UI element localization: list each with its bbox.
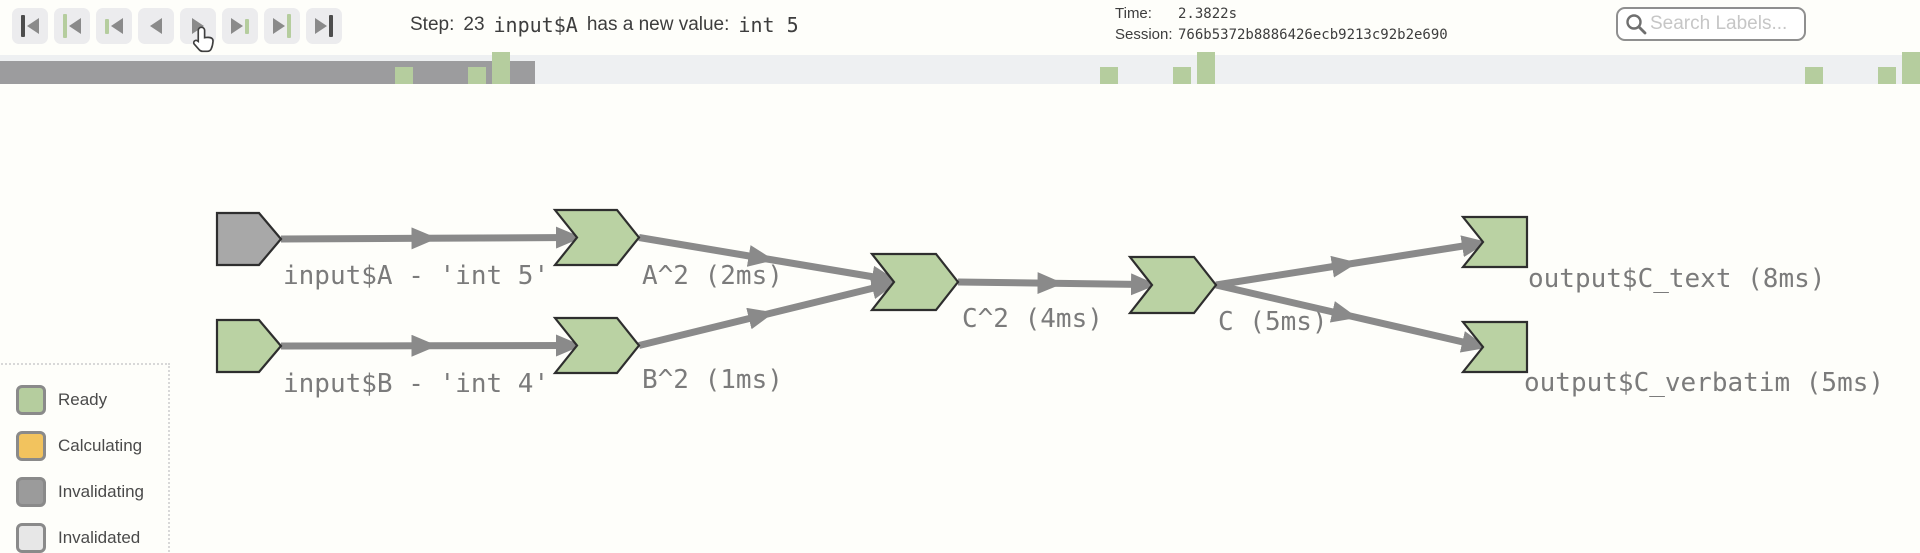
node-label-output-C-text: output$C_text (8ms) — [1528, 264, 1825, 294]
legend-item-invalidating: Invalidating — [16, 477, 168, 507]
legend-swatch-ready — [16, 385, 46, 415]
node-label-A2: A^2 (2ms) — [642, 261, 783, 291]
node-label-input-A: input$A - 'int 5' — [283, 261, 549, 291]
timeline-mark[interactable] — [1100, 67, 1118, 84]
idle-mark-icon — [63, 14, 67, 38]
timeline-mark[interactable] — [395, 67, 413, 84]
node-label-C: C (5ms) — [1218, 307, 1328, 337]
legend-item-ready: Ready — [16, 385, 168, 415]
timeline-mark[interactable] — [468, 67, 486, 84]
end-bar-icon — [21, 15, 25, 37]
node-input-B[interactable] — [215, 318, 283, 374]
step-status: Step: 23 input$A has a new value: int 5 — [410, 0, 799, 50]
node-C2[interactable] — [869, 252, 960, 312]
node-label-C2: C^2 (4ms) — [962, 304, 1103, 334]
triangle-left-icon — [111, 18, 123, 34]
triangle-right-icon — [273, 18, 285, 34]
step-label: Step: — [410, 14, 455, 35]
prev-session-button[interactable] — [54, 8, 90, 44]
jump-to-end-button[interactable] — [306, 8, 342, 44]
legend-swatch-invalidated — [16, 523, 46, 553]
search-input[interactable] — [1648, 12, 1804, 36]
timeline-idle-mark[interactable] — [1197, 52, 1215, 84]
search-box[interactable] — [1616, 7, 1806, 41]
end-bar-icon — [329, 15, 333, 37]
node-input-A[interactable] — [215, 211, 283, 267]
timeline-mark[interactable] — [1805, 67, 1823, 84]
triangle-right-icon — [192, 18, 204, 34]
step-message: has a new value: — [586, 14, 730, 35]
legend-label: Invalidated — [58, 528, 141, 547]
step-subject: input$A — [493, 13, 578, 37]
edge-C2-to-C — [957, 272, 1157, 296]
next-session-button[interactable] — [264, 8, 300, 44]
legend-label: Invalidating — [58, 482, 145, 501]
node-label-B2: B^2 (1ms) — [642, 365, 783, 395]
time-label: Time: — [1115, 5, 1152, 22]
time-value: 2.3822s — [1178, 5, 1238, 22]
idle-mark-icon — [105, 18, 109, 34]
node-C[interactable] — [1127, 255, 1218, 315]
step-value: int 5 — [738, 13, 799, 37]
triangle-right-icon — [315, 18, 327, 34]
legend-swatch-invalidating — [16, 477, 46, 507]
step-number: 23 — [463, 14, 485, 35]
edge-B2-to-C2 — [638, 277, 898, 349]
prev-step-button[interactable] — [138, 8, 174, 44]
session-value: 766b5372b8886426ecb9213c92b2e690 — [1178, 26, 1448, 43]
triangle-left-icon — [27, 18, 39, 34]
node-B2[interactable] — [552, 316, 641, 375]
triangle-right-icon — [231, 18, 243, 34]
edge-input-B-to-B2 — [280, 334, 582, 357]
node-A2[interactable] — [552, 208, 641, 267]
idle-mark-icon — [245, 18, 249, 34]
timeline-mark[interactable] — [1878, 67, 1896, 84]
edge-C-to-output-C-text — [1215, 235, 1488, 289]
timeline-scrubber[interactable] — [0, 52, 1920, 84]
prev-idle-button[interactable] — [96, 8, 132, 44]
edge-A2-to-C2 — [638, 234, 898, 288]
jump-to-start-button[interactable] — [12, 8, 48, 44]
node-label-input-B: input$B - 'int 4' — [283, 369, 549, 399]
timeline-idle-mark[interactable] — [1902, 52, 1920, 84]
reactive-graph: input$A - 'int 5' input$B - 'int 4' A^2 (2… — [215, 208, 1884, 399]
triangle-left-icon — [150, 18, 162, 34]
edge-C-to-output-C-verbatim — [1215, 281, 1488, 353]
triangle-left-icon — [69, 18, 81, 34]
session-info: Time: 2.3822s Session: 766b5372b8886426e… — [1115, 3, 1448, 45]
legend-label: Ready — [58, 390, 108, 409]
edge-input-A-to-A2 — [280, 226, 582, 250]
node-label-output-C-verbatim: output$C_verbatim (5ms) — [1524, 368, 1884, 398]
timeline-mark[interactable] — [1173, 67, 1191, 84]
playback-controls — [12, 8, 342, 44]
node-output-C-text[interactable] — [1460, 215, 1529, 269]
toolbar: Step: 23 input$A has a new value: int 5 … — [0, 0, 1920, 54]
legend-item-invalidated: Invalidated — [16, 523, 168, 553]
search-icon — [1626, 14, 1647, 35]
next-step-button[interactable] — [180, 8, 216, 44]
timeline-idle-mark[interactable] — [492, 52, 510, 84]
legend-label: Calculating — [58, 436, 143, 455]
legend-swatch-calculating — [16, 431, 46, 461]
session-label: Session: — [1115, 26, 1173, 43]
node-output-C-verbatim[interactable] — [1460, 320, 1529, 374]
next-idle-button[interactable] — [222, 8, 258, 44]
legend-item-calculating: Calculating — [16, 431, 168, 461]
idle-mark-icon — [287, 14, 291, 38]
